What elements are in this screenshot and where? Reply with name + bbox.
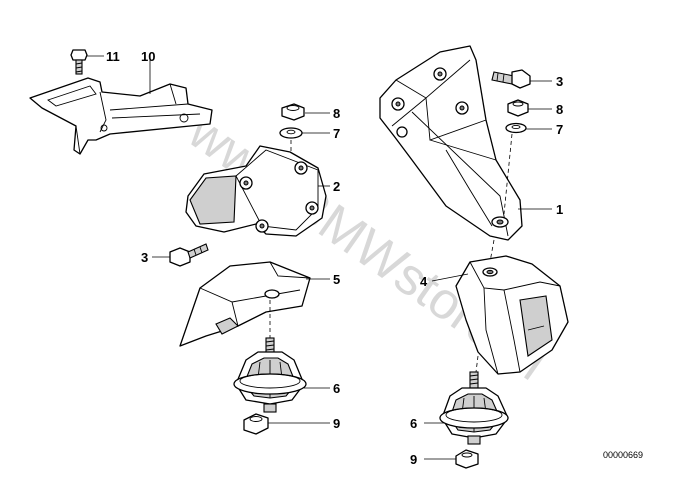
part-9-nut-left [243,413,330,435]
part-5-plate [179,261,330,347]
callout-7-left: 7 [333,126,340,141]
part-4-shield [431,255,569,375]
part-11-bolt [70,49,104,75]
callout-11: 11 [106,49,120,64]
part-7-washer-left [279,127,330,139]
dash-line-right-top [503,133,513,215]
part-1-large-bracket [379,45,552,241]
callout-6-left: 6 [333,381,340,396]
callout-9-right: 9 [410,452,417,467]
callout-7-right: 7 [556,122,563,137]
callout-6-right: 6 [410,416,417,431]
callout-5: 5 [333,272,340,287]
part-6-rubber-mount-right [424,371,509,445]
part-8-nut-right [507,99,552,117]
callout-8-right: 8 [556,102,563,117]
part-8-nut-left [281,103,330,121]
part-10-bracket [29,60,213,155]
callout-10: 10 [141,49,155,64]
callout-2: 2 [333,179,340,194]
callout-3-left: 3 [141,250,148,265]
callout-8-left: 8 [333,106,340,121]
part-9-nut-right [424,449,479,469]
part-6-rubber-mount-left [233,337,330,413]
callout-9-left: 9 [333,416,340,431]
part-3-bolt-right [491,69,552,89]
part-7-washer-right [505,122,552,134]
callout-1: 1 [556,202,563,217]
dash-line-right-low [475,355,479,373]
dash-line-right-mid [489,239,495,263]
callout-4: 4 [420,274,428,289]
part-2-mount-bracket [185,145,330,237]
part-3-bolt-left [152,243,209,267]
callout-3-right: 3 [556,74,563,89]
diagram-reference-number: 00000669 [603,450,643,460]
